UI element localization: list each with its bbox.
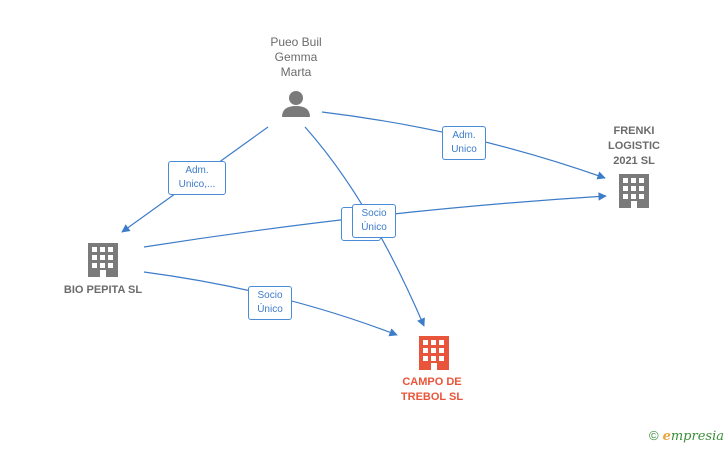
edge-label-line: Adm. [452, 130, 476, 141]
node-label-line: 2021 SL [613, 155, 655, 167]
edge-label-bio-campo[interactable]: Socio Único [248, 286, 292, 320]
node-label-campo[interactable]: CAMPO DE TREBOL SL [382, 375, 482, 405]
node-label-line: FRENKI [613, 125, 655, 137]
node-label-line: Gemma [274, 50, 318, 64]
building-icon [88, 243, 118, 277]
edge-label-line: Adm. [185, 165, 209, 176]
edge-label-line: Único [361, 222, 387, 233]
brand-initial: e [662, 429, 671, 444]
edge-label-line: Socio [361, 208, 387, 219]
node-label-line: Marta [280, 65, 312, 79]
node-label-line: Pueo Buil [270, 35, 322, 49]
person-icon [282, 91, 310, 117]
watermark: ©empresia [649, 428, 724, 444]
brand-name: mpresia [670, 429, 724, 444]
building-icon-focus [419, 336, 449, 370]
building-icon [619, 174, 649, 208]
node-label-line: TREBOL SL [400, 391, 464, 403]
node-label-person[interactable]: Pueo Buil Gemma Marta [246, 35, 346, 80]
node-label-line: CAMPO DE [402, 376, 462, 388]
edge-label-person-bio[interactable]: Adm. Unico,... [168, 161, 226, 195]
edge-label-bio-frenki[interactable]: Socio Único [352, 204, 396, 238]
edge-label-line: Socio [257, 290, 283, 301]
node-label-line: BIO PEPITA SL [63, 284, 143, 296]
copyright-symbol: © [648, 428, 659, 443]
node-label-frenki[interactable]: FRENKI LOGISTIC 2021 SL [584, 124, 684, 169]
node-label-bio[interactable]: BIO PEPITA SL [40, 283, 166, 298]
edge-label-line: Único [257, 304, 283, 315]
edge-label-line: Unico [451, 144, 477, 155]
edge-label-person-frenki[interactable]: Adm. Unico [442, 126, 486, 160]
edge-label-line: Unico,... [178, 179, 216, 190]
node-label-line: LOGISTIC [608, 140, 660, 152]
